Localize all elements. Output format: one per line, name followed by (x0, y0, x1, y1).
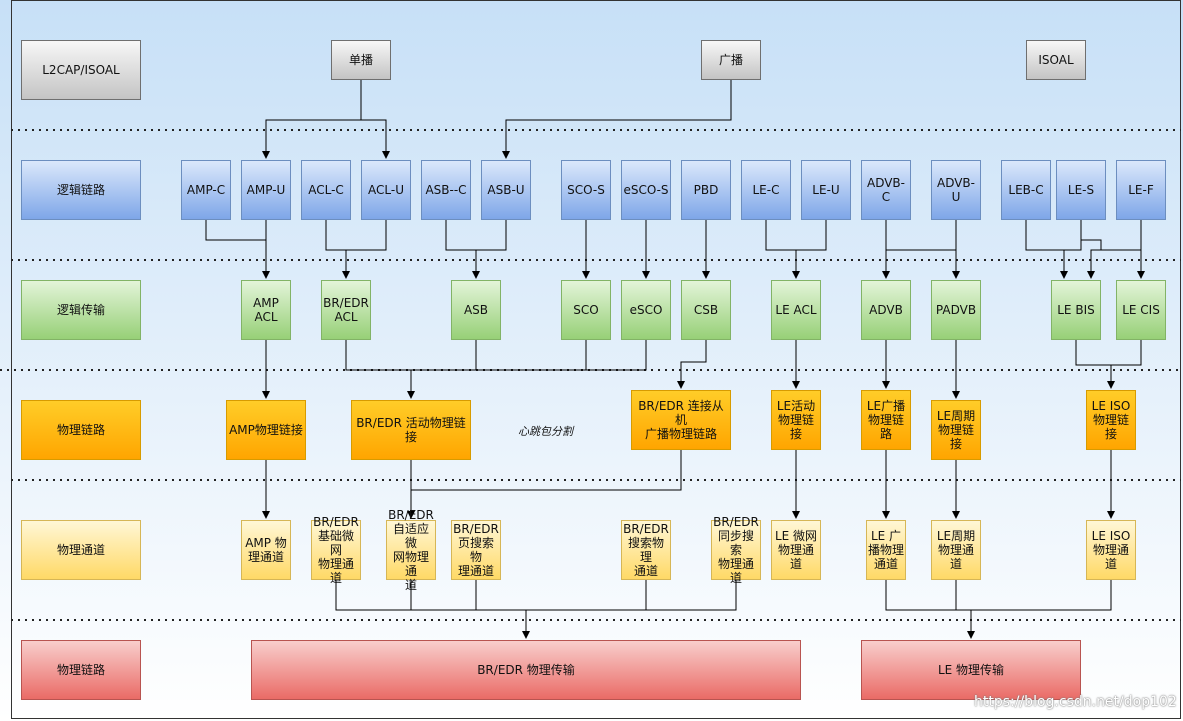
logical-link-esco-s: eSCO-S (621, 160, 671, 220)
logical-link-amp-u: AMP-U (241, 160, 291, 220)
logical-link-advb-c: ADVB-C (861, 160, 911, 220)
logical-transport-bredr-acl: BR/EDR ACL (321, 280, 371, 340)
logical-link-le-c: LE-C (741, 160, 791, 220)
logical-link-pbd: PBD (681, 160, 731, 220)
logical-link-le-f: LE-F (1116, 160, 1166, 220)
physical-channel-bredr-sync-scan: BR/EDR 同步搜索 物理通道 (711, 515, 761, 585)
logical-transport-esco: eSCO (621, 280, 671, 340)
logical-transport-sco: SCO (561, 280, 611, 340)
physical-channel-le-iso: LE ISO 物理通道 (1086, 520, 1136, 580)
logical-link-le-s: LE-S (1056, 160, 1106, 220)
logical-transport-le-bis: LE BIS (1051, 280, 1101, 340)
unicast-node: 单播 (331, 40, 391, 80)
physical-channel-le-periodic: LE周期 物理通道 (931, 520, 981, 580)
logical-link-sco-s: SCO-S (561, 160, 611, 220)
layer-logical-transport: 逻辑传输 (21, 280, 141, 340)
logical-link-le-u: LE-U (801, 160, 851, 220)
physical-channel-amp: AMP 物 理通道 (241, 520, 291, 580)
isoal-node: ISOAL (1026, 40, 1086, 80)
logical-transport-asb: ASB (451, 280, 501, 340)
layer-l2cap-isoal: L2CAP/ISOAL (21, 40, 141, 100)
layer-logical-link: 逻辑链路 (21, 160, 141, 220)
logical-transport-amp-acl: AMP ACL (241, 280, 291, 340)
physical-transport-bredr: BR/EDR 物理传输 (251, 640, 801, 700)
layer-physical-transport: 物理链路 (21, 640, 141, 700)
logical-transport-le-cis: LE CIS (1116, 280, 1166, 340)
physical-link-bredr-active: BR/EDR 活动物理链 接 (351, 400, 471, 460)
physical-channel-le-advertising: LE 广 播物理 通道 (866, 520, 906, 580)
logical-transport-padvb: PADVB (931, 280, 981, 340)
logical-link-asb-u: ASB-U (481, 160, 531, 220)
broadcast-node: 广播 (701, 40, 761, 80)
layer-separators (0, 129, 1181, 621)
physical-link-amp: AMP物理链接 (226, 400, 306, 460)
physical-link-bredr-slave-broadcast: BR/EDR 连接从机 广播物理链路 (631, 390, 731, 450)
diagram-frame (11, 0, 1181, 719)
logical-link-advb-u: ADVB-U (931, 160, 981, 220)
physical-link-le-periodic: LE周期 物理链接 (931, 400, 981, 460)
logical-transport-csb: CSB (681, 280, 731, 340)
watermark: https://blog.csdn.net/dop102 (974, 694, 1177, 710)
logical-link-acl-u: ACL-U (361, 160, 411, 220)
physical-transport-le: LE 物理传输 (861, 640, 1081, 700)
logical-link-acl-c: ACL-C (301, 160, 351, 220)
physical-channel-bredr-adaptive-piconet: BR/EDR 自适应微 网物理通 道 (386, 508, 436, 592)
physical-link-le-active: LE活动 物理链接 (771, 390, 821, 450)
layer-physical-link: 物理链路 (21, 400, 141, 460)
physical-channel-bredr-inquiry-scan: BR/EDR 搜索物理 通道 (621, 520, 671, 580)
logical-transport-advb: ADVB (861, 280, 911, 340)
layer-physical-channel: 物理通道 (21, 520, 141, 580)
logical-transport-le-acl: LE ACL (771, 280, 821, 340)
physical-channel-bredr-page-scan: BR/EDR 页搜索物 理通道 (451, 520, 501, 580)
physical-link-le-iso: LE ISO 物理链接 (1086, 390, 1136, 450)
physical-channel-bredr-basic-piconet: BR/EDR 基础微网 物理通道 (311, 515, 361, 585)
logical-link-asb-c: ASB--C (421, 160, 471, 220)
physical-link-le-advertising: LE广播 物理链路 (861, 390, 911, 450)
logical-link-amp-c: AMP-C (181, 160, 231, 220)
physical-channel-le-piconet: LE 微网 物理通道 (771, 520, 821, 580)
heartbeat-note: 心跳包分割 (518, 425, 573, 438)
logical-link-leb-c: LEB-C (1001, 160, 1051, 220)
